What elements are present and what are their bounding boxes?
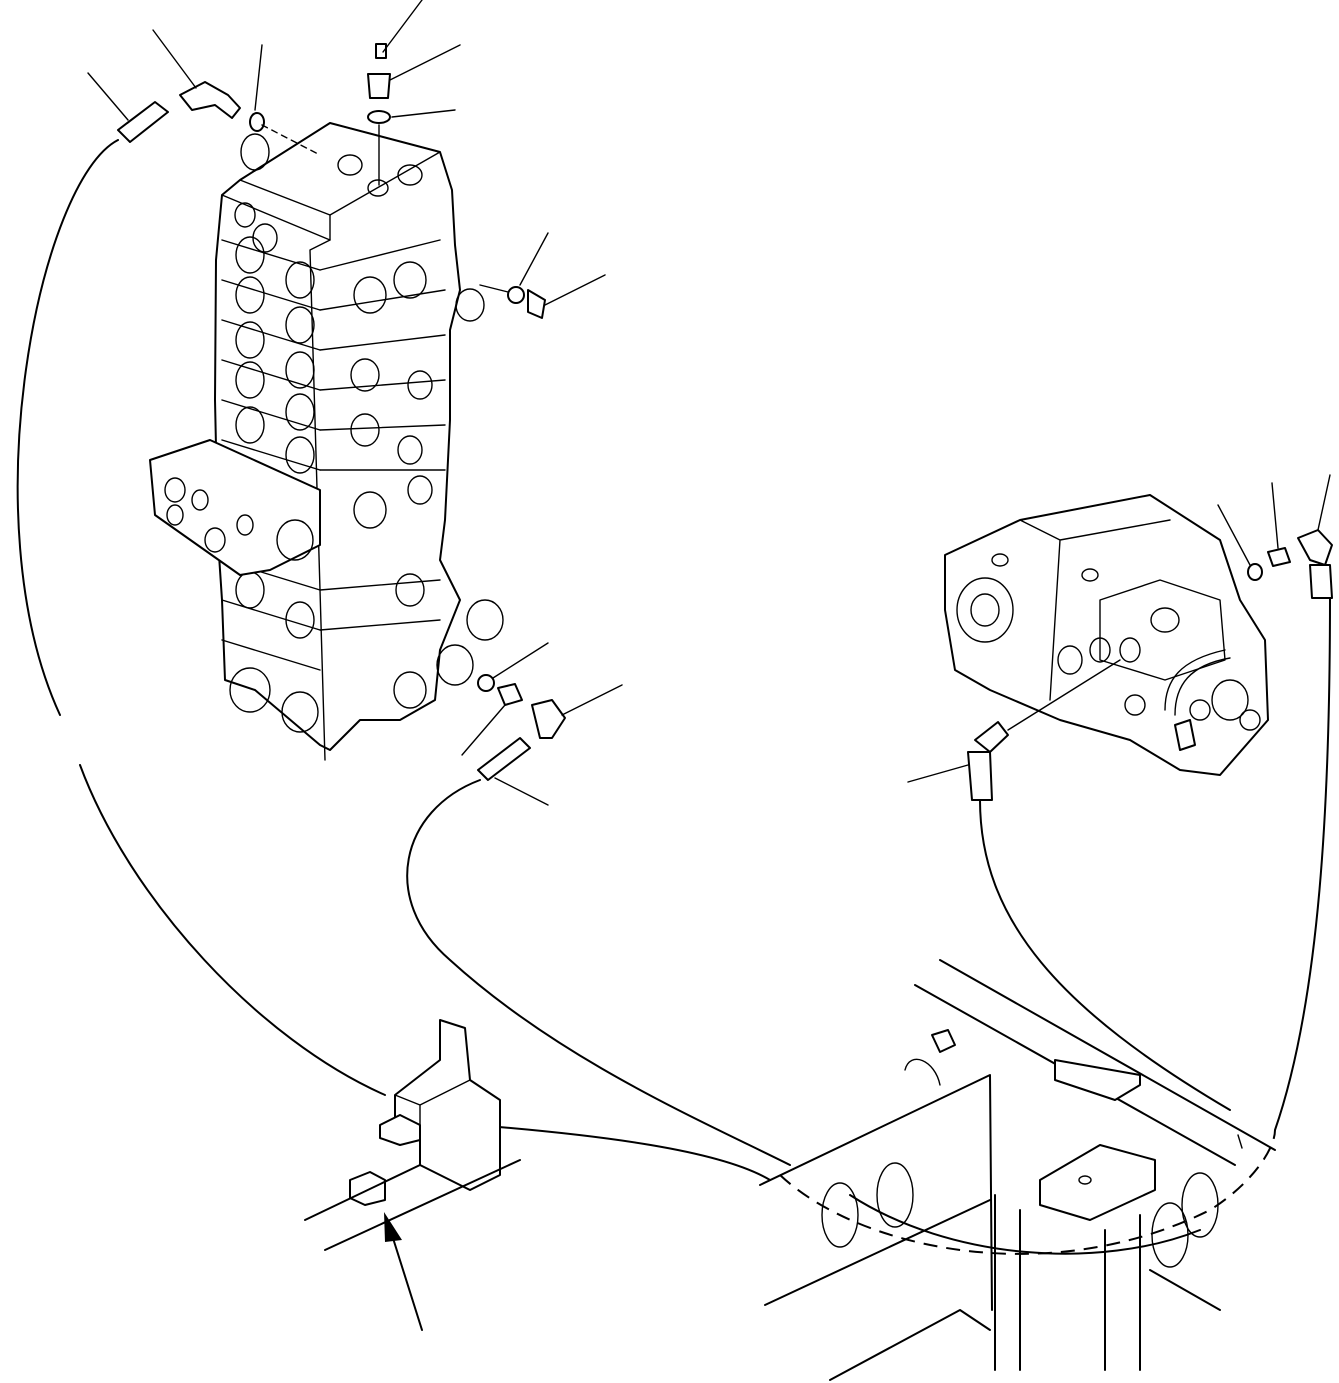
hose-end-icon: [967, 751, 993, 801]
hose-end-icon: [117, 101, 169, 143]
plug-icon: [527, 289, 546, 319]
clamp-bracket: [304, 1019, 521, 1251]
callout-leader: [561, 684, 623, 716]
callout-leader: [907, 764, 969, 783]
callout-leader: [461, 704, 506, 756]
callout-leader: [382, 0, 423, 53]
elbow-fitting-icon: [1297, 529, 1333, 566]
plug-small-icon: [375, 43, 387, 59]
hose-hidden: [779, 1129, 1276, 1255]
hose-end-icon: [477, 737, 531, 781]
elbow-fitting-icon: [179, 81, 241, 119]
elbow-fitting-icon: [531, 699, 566, 739]
bolt-icon: [379, 1114, 421, 1146]
hose-1: [16, 139, 119, 716]
bottom-fittings: [477, 674, 566, 781]
nut-icon: [349, 1171, 386, 1206]
callout-leader: [1317, 474, 1331, 531]
callout-leader: [1217, 504, 1251, 566]
hose-2: [406, 779, 791, 1166]
hose-3: [474, 1124, 771, 1181]
top-fittings: [117, 43, 546, 319]
hose-1-lower: [79, 764, 386, 1096]
revolving-frame: [759, 959, 1276, 1381]
callout-leader: [152, 29, 197, 89]
hoses: [16, 139, 1331, 1255]
callout-leader: [1271, 482, 1279, 549]
callout-leader: [494, 777, 549, 806]
callout-leader: [389, 44, 461, 81]
callout-leader: [544, 274, 606, 306]
o-ring-icon: [249, 112, 265, 132]
callout-leader: [492, 642, 549, 679]
pump-fittings: [967, 529, 1333, 801]
o-ring-icon: [477, 674, 495, 692]
callout-leader: [519, 232, 549, 286]
callout-leader: [87, 72, 129, 121]
adapter-icon: [497, 683, 523, 706]
block-icon: [931, 1029, 956, 1053]
callout-leaders: [87, 0, 1331, 1149]
hose-6: [849, 1194, 1201, 1255]
hydraulic-pump: [944, 494, 1269, 776]
control-valve: [149, 122, 504, 761]
o-ring-icon: [367, 110, 391, 124]
adapter-icon: [1267, 547, 1291, 567]
callout-leader: [391, 109, 456, 118]
hose-end-icon: [1309, 564, 1333, 599]
direction-arrow: [384, 1212, 423, 1331]
callout-leader: [1237, 1134, 1243, 1149]
callout-leader: [254, 44, 263, 111]
o-ring-icon: [1247, 563, 1263, 581]
arrow-head-icon: [384, 1212, 402, 1242]
o-ring-icon: [507, 286, 525, 304]
hose-5: [1274, 597, 1331, 1131]
adapter-icon: [367, 73, 391, 99]
hose-4: [979, 799, 1231, 1111]
elbow-fitting-icon: [974, 721, 1009, 753]
plate-icon: [1039, 1144, 1156, 1221]
